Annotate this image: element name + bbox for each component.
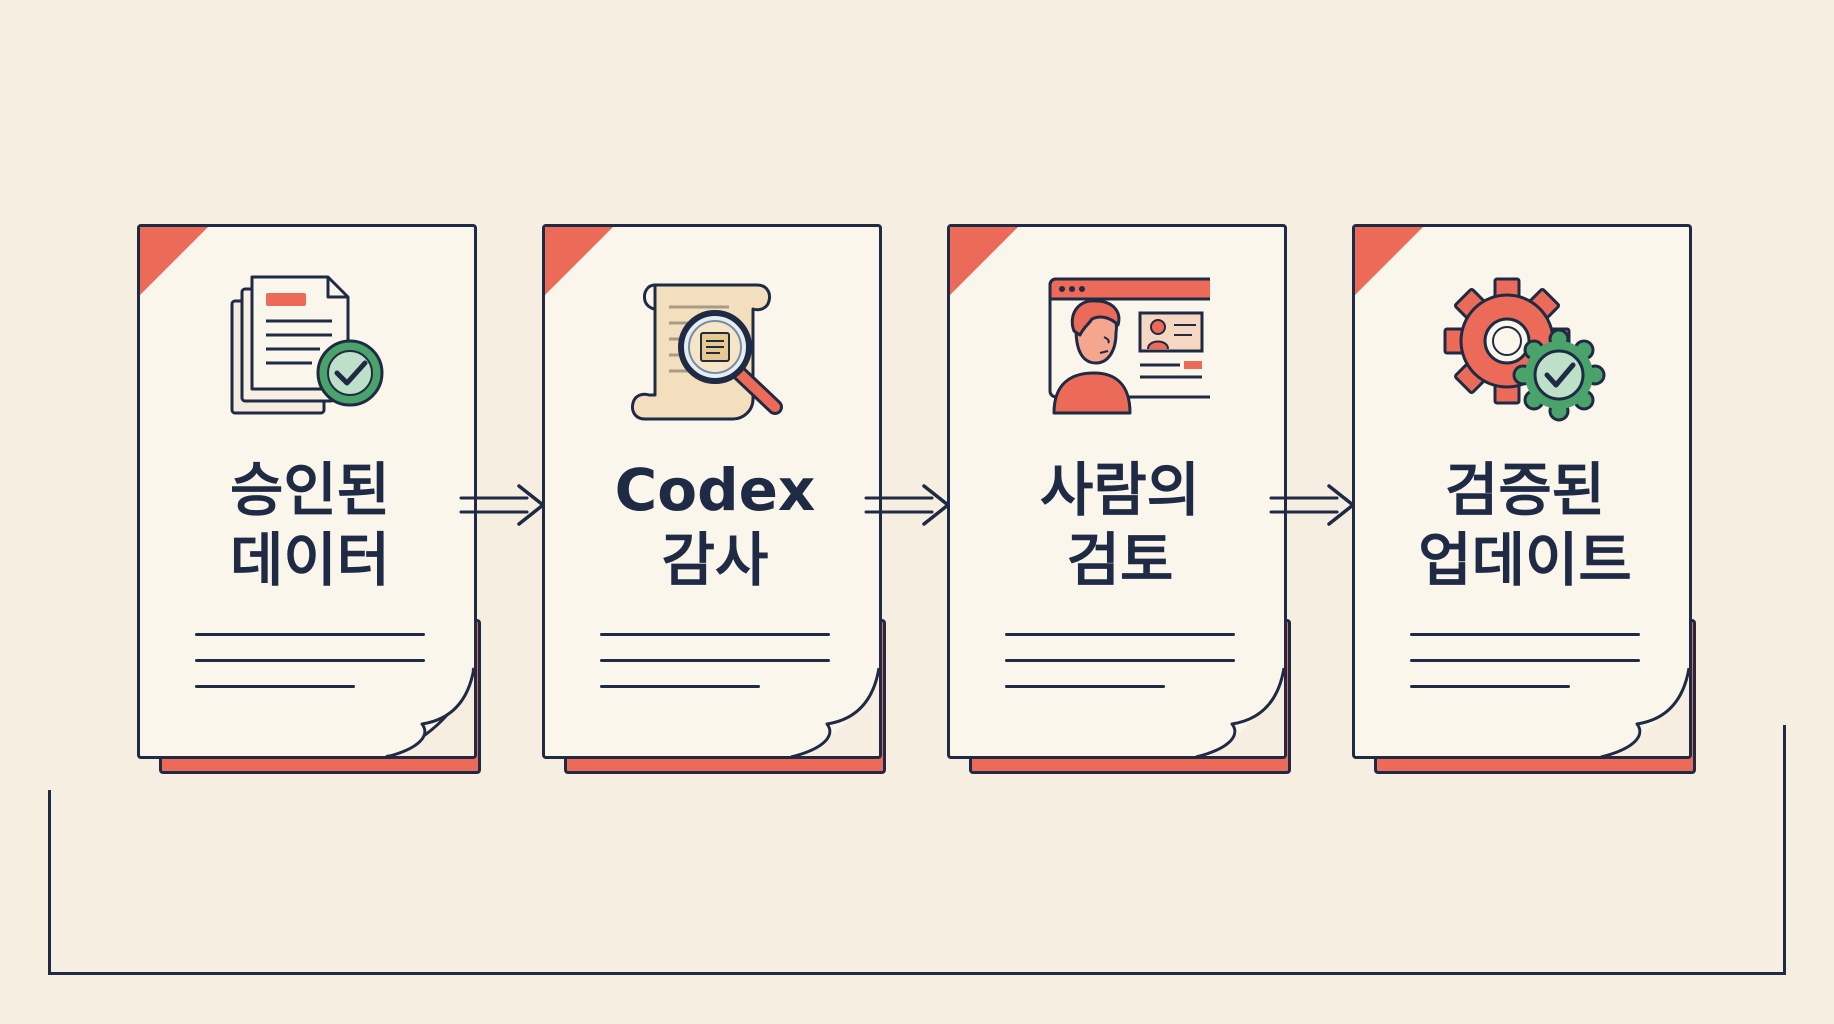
corner-tab <box>140 227 208 295</box>
card-body: 승인된 데이터 <box>137 224 477 759</box>
page-curl-icon <box>1600 667 1689 756</box>
flow-arrow-icon <box>864 484 950 526</box>
step-title-line1: Codex <box>614 456 816 524</box>
placeholder-text-line <box>600 659 830 662</box>
corner-tab <box>1355 227 1423 295</box>
step-title-line2: 검토 <box>1066 526 1174 594</box>
step-title: 사람의 검토 <box>950 455 1284 595</box>
placeholder-text-line <box>600 633 830 636</box>
placeholder-text-line <box>1005 633 1235 636</box>
frame-left-line <box>48 790 51 975</box>
step-card-verified-update: 검증된 업데이트 <box>1352 224 1696 774</box>
step-title-line2: 데이터 <box>229 526 391 594</box>
placeholder-text-line <box>1005 685 1165 688</box>
placeholder-text-line <box>1410 659 1640 662</box>
step-card-human-review: 사람의 검토 <box>947 224 1291 774</box>
step-card-approved-data: 승인된 데이터 <box>137 224 481 774</box>
page-curl-icon <box>790 667 879 756</box>
flow-arrow-icon <box>1269 484 1355 526</box>
placeholder-text-line <box>195 659 425 662</box>
scroll-magnifier-icon <box>625 269 805 429</box>
step-card-codex-audit: Codex 감사 <box>542 224 886 774</box>
card-body: Codex 감사 <box>542 224 882 759</box>
step-title-line1: 승인된 <box>229 456 391 524</box>
step-title-line2: 감사 <box>661 526 769 594</box>
verified-gear-icon <box>1435 269 1615 429</box>
corner-tab <box>545 227 613 295</box>
page-curl-icon <box>1195 667 1284 756</box>
page-curl-icon <box>385 667 474 756</box>
step-title-line1: 검증된 <box>1444 456 1606 524</box>
placeholder-text-line <box>600 685 760 688</box>
corner-tab <box>950 227 1018 295</box>
step-title-line2: 업데이트 <box>1418 526 1632 594</box>
frame-bottom-line <box>48 972 1786 975</box>
placeholder-text-line <box>195 633 425 636</box>
placeholder-text-line <box>1410 633 1640 636</box>
card-body: 검증된 업데이트 <box>1352 224 1692 759</box>
flow-arrow-icon <box>459 484 545 526</box>
placeholder-text-line <box>1410 685 1570 688</box>
step-title: Codex 감사 <box>545 455 879 595</box>
placeholder-text-line <box>195 685 355 688</box>
human-reviewer-icon <box>1030 269 1218 429</box>
placeholder-text-line <box>1005 659 1235 662</box>
step-title: 검증된 업데이트 <box>1355 455 1689 595</box>
card-body: 사람의 검토 <box>947 224 1287 759</box>
step-title: 승인된 데이터 <box>140 455 474 595</box>
step-title-line1: 사람의 <box>1039 456 1201 524</box>
frame-right-line <box>1783 725 1786 975</box>
approved-documents-icon <box>220 269 400 429</box>
